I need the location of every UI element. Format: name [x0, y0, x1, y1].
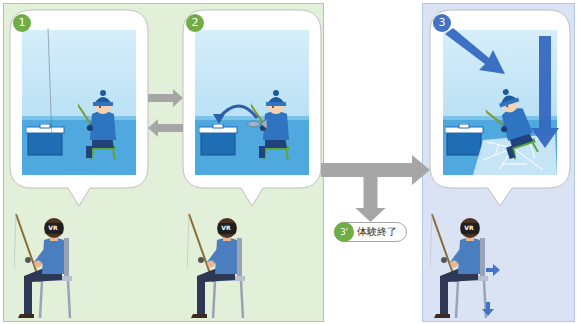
speech-bubble: 1 [10, 10, 148, 188]
block-arrow [148, 119, 183, 137]
speech-bubble: 2 [183, 10, 321, 188]
callout-number: 1 [13, 14, 31, 32]
headset-label: VR [218, 223, 234, 233]
end-pill: 3'体験終了 [334, 222, 407, 242]
headset-label: VR [461, 223, 477, 233]
speech-bubble: 3 [430, 10, 570, 188]
end-label: 体験終了 [354, 223, 405, 241]
callout-number: 3' [334, 222, 354, 242]
callout-number: 2 [186, 14, 204, 32]
block-arrow [321, 155, 430, 185]
block-arrow [321, 170, 386, 222]
callout-number: 3 [433, 14, 451, 32]
headset-label: VR [45, 223, 61, 233]
block-arrow [148, 89, 183, 107]
